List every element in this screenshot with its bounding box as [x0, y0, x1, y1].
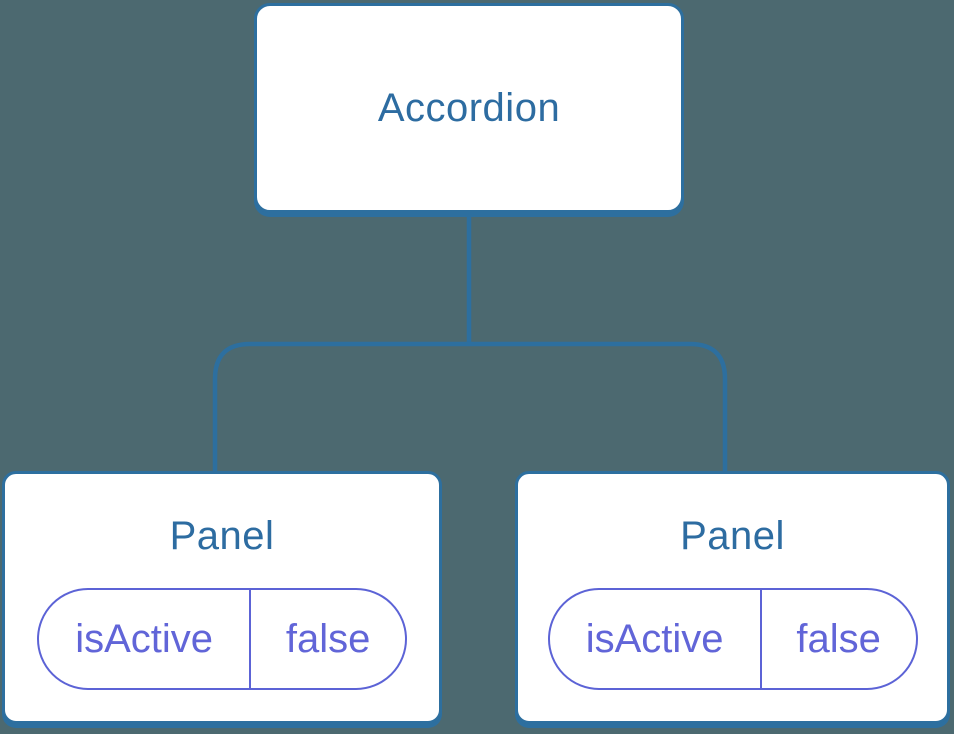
prop-pill: isActive false: [547, 588, 918, 690]
branch-bracket-line: [212, 341, 728, 475]
prop-pill: isActive false: [37, 588, 407, 690]
panel-node-left: Panel isActive false: [2, 471, 442, 724]
prop-value: false: [285, 616, 371, 661]
panel-node-label: Panel: [680, 514, 785, 558]
panel-node-right: Panel isActive false: [515, 471, 950, 724]
prop-name: isActive: [550, 590, 762, 688]
accordion-node: Accordion: [254, 3, 684, 213]
panel-node-label: Panel: [169, 514, 275, 558]
prop-value: false: [796, 616, 881, 661]
prop-name: isActive: [39, 590, 252, 688]
accordion-node-label: Accordion: [377, 85, 561, 130]
